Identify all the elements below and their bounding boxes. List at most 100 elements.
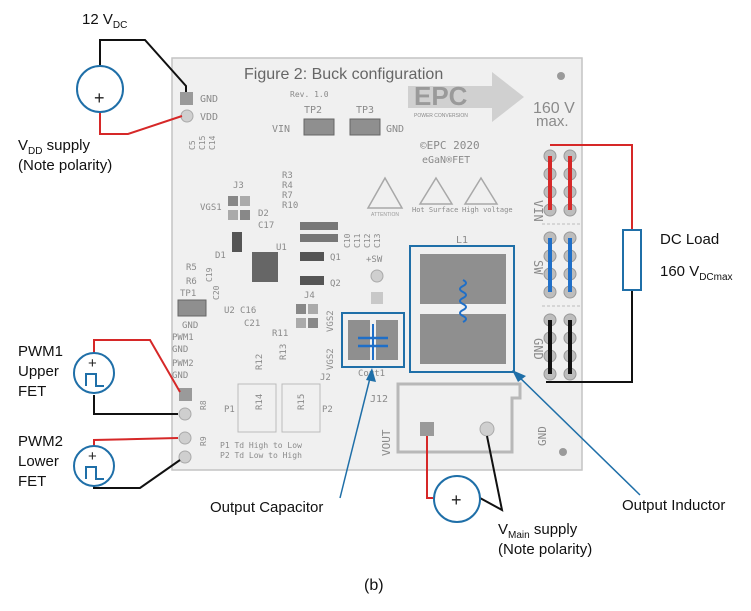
vout-pad-square: [420, 422, 434, 436]
capacitor-pad-right: [376, 320, 398, 360]
j4-label: J4: [304, 291, 315, 301]
sw-label: +SW: [366, 255, 383, 265]
svg-text:+: +: [88, 448, 97, 465]
board-voltage-max: max.: [536, 113, 569, 130]
board-voltage-label: 160 V: [533, 100, 575, 117]
high-voltage-symbol: High voltage: [462, 176, 513, 214]
r12-label: R12: [255, 354, 265, 370]
q1-label: Q1: [330, 253, 341, 263]
capacitor-outline: [341, 312, 405, 368]
callout-capacitor-line: [339, 369, 373, 499]
c10-label: C10: [343, 233, 352, 248]
c20-label: C20: [212, 285, 221, 300]
vmain-note-polarity: (Note polarity): [498, 541, 593, 558]
d2-label: D2: [258, 209, 269, 219]
wire-vmain-red: [426, 436, 433, 499]
vgs2-label-b: VGS2: [326, 348, 336, 370]
vmain-source-icon: +: [433, 475, 481, 523]
vgs2-label-a: VGS2: [326, 310, 336, 332]
mount-hole-top-right: [557, 72, 565, 80]
pwm1-board-label: PWM1: [172, 333, 194, 343]
epc-logo: EPC POWER CONVERSION: [408, 72, 524, 122]
vdd-pad-text: VDD: [200, 112, 218, 123]
svg-text:EPC: EPC: [414, 81, 468, 111]
wire-vmain-black: [479, 435, 504, 512]
vdd-supply-label: VDD supply: [18, 137, 90, 157]
pot-p2-outline: [281, 383, 321, 433]
j4-pad-b: [308, 304, 318, 314]
c17-label: C17: [258, 221, 274, 231]
c19-label: C19: [205, 267, 214, 282]
supply-12v-label: 12 VDC: [82, 11, 128, 31]
svg-text:+: +: [88, 355, 97, 372]
pwm1-label-line1: PWM1: [18, 343, 63, 360]
j4-pad-d: [308, 318, 318, 328]
pwm1-gnd-label: GND: [172, 345, 188, 355]
vout-gnd-label: GND: [536, 426, 549, 446]
u1-part: [252, 252, 278, 282]
callout-inductor-line: [513, 371, 641, 496]
pwm2-board-label: PWM2: [172, 359, 194, 369]
svg-text:ATTENTION: ATTENTION: [371, 212, 399, 218]
pwm1-gnd-pad: [178, 407, 192, 421]
capacitor-pad-left: [348, 320, 370, 360]
r4-label: R4: [282, 181, 293, 191]
j3-pad-c: [228, 210, 238, 220]
q2-label: Q2: [330, 279, 341, 289]
figure-title: Figure 2: Buck configuration: [244, 66, 443, 83]
p1-label: P1: [224, 405, 235, 415]
j4-pad-c: [296, 318, 306, 328]
copyright-label: ©EPC 2020: [420, 139, 480, 152]
sw-test-point: [370, 269, 384, 283]
wire-pwm2-red: [93, 437, 179, 448]
svg-text:+: +: [451, 490, 462, 510]
j3-pad-d: [240, 210, 250, 220]
j4-pad-a: [296, 304, 306, 314]
dc-source-12v-icon: +: [76, 65, 124, 113]
r14-label: R14: [255, 394, 265, 410]
header-pins: [543, 149, 577, 381]
pwm1-pad: [179, 388, 192, 401]
c11-label: C11: [353, 233, 362, 248]
output-capacitor-label: Output Capacitor: [210, 499, 324, 516]
r9-label: R9: [199, 436, 208, 446]
pwm2-label-line1: PWM2: [18, 433, 63, 450]
j2-label: J2: [320, 373, 331, 383]
u1-label: U1: [276, 243, 287, 253]
hot-surface-symbol: Hot Surface: [412, 176, 458, 214]
c13-label: C13: [373, 233, 382, 248]
svg-text:High voltage: High voltage: [462, 206, 513, 214]
wire-pwm1-black: [93, 395, 178, 415]
vdd-pad: [180, 109, 194, 123]
mount-hole-bottom-right: [559, 448, 567, 456]
r10-label: R10: [282, 201, 298, 211]
u2-label: U2: [224, 306, 235, 316]
figure-caption: (b): [364, 577, 384, 594]
c21-label: C21: [244, 319, 260, 329]
smd-row-2: [300, 234, 338, 242]
c12-label: C12: [363, 233, 372, 248]
p2-label: P2: [322, 405, 333, 415]
c14-label: C14: [208, 135, 217, 150]
vdd-note-polarity: (Note polarity): [18, 157, 113, 174]
pwm2-label-line3: FET: [18, 473, 47, 490]
vin-pad-label: VIN: [272, 124, 290, 135]
dc-load-label: DC Load: [660, 231, 720, 248]
j3-label: J3: [233, 181, 244, 191]
j3-pad-a: [228, 196, 238, 206]
tp3-label: TP3: [356, 105, 374, 116]
tp2-label: TP2: [304, 105, 322, 116]
attention-symbol: ATTENTION: [366, 176, 404, 218]
r6-label: R6: [186, 277, 197, 287]
r3-label: R3: [282, 171, 293, 181]
c16-label: C16: [240, 306, 256, 316]
vout-label: VOUT: [380, 429, 393, 456]
inductor-pad-top: [420, 254, 506, 304]
r11-label: R11: [272, 329, 288, 339]
tp1-gnd-label: GND: [182, 321, 198, 331]
pwm2-gnd-label: GND: [172, 371, 188, 381]
r8-label: R8: [199, 400, 208, 410]
svg-text:Hot Surface: Hot Surface: [412, 206, 458, 214]
